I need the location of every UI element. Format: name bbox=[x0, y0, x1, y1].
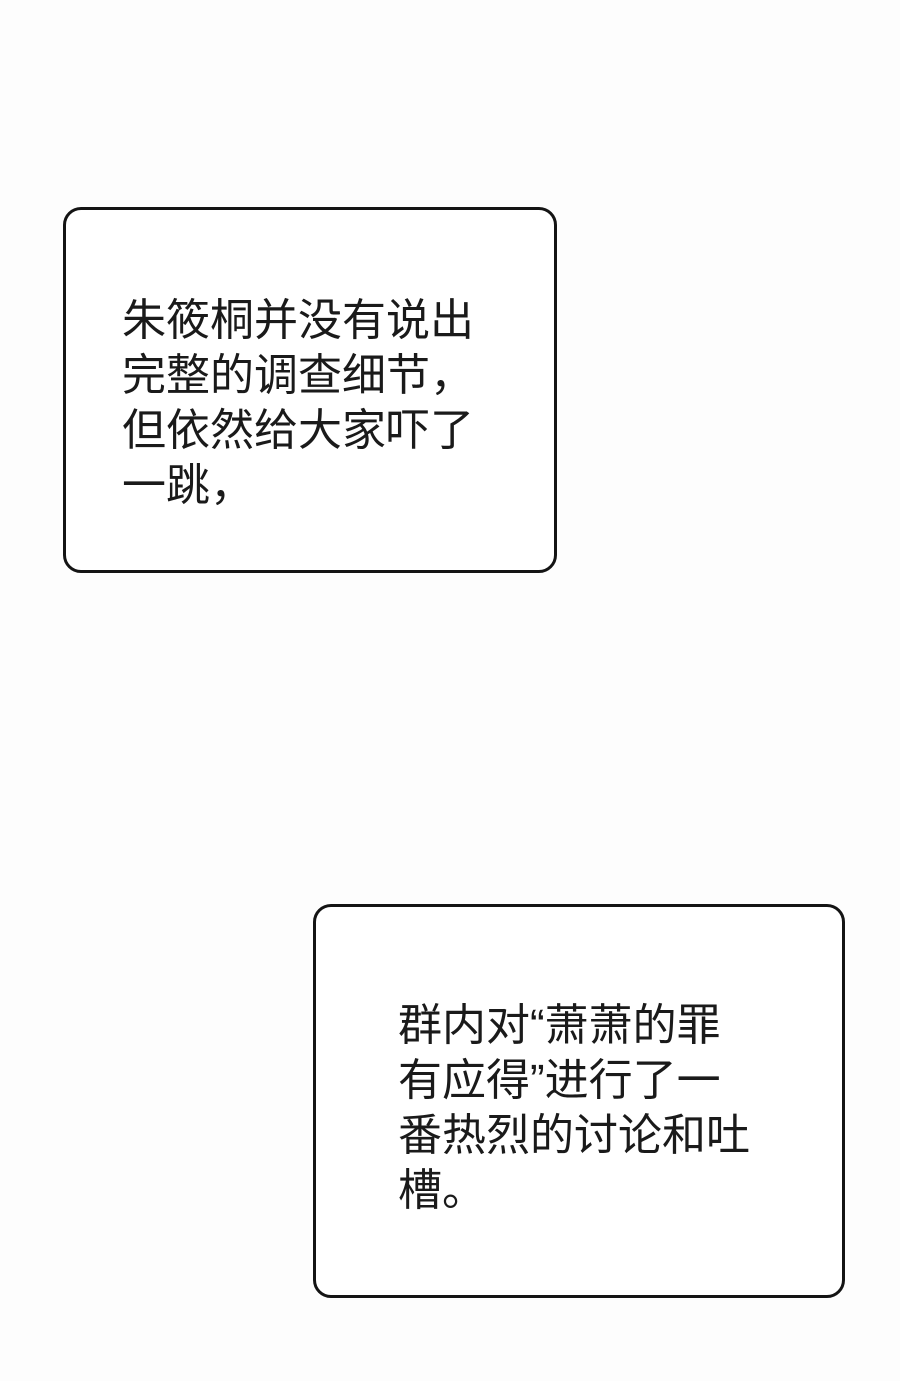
speech-bubble-2-text: 群内对“萧萧的罪 有应得”进行了一 番热烈的讨论和吐 槽。 bbox=[398, 1001, 750, 1215]
speech-bubble-1 bbox=[63, 207, 557, 573]
speech-bubble-1-text: 朱筱桐并没有说出 完整的调查细节， 但依然给大家吓了 一跳， bbox=[122, 296, 474, 510]
speech-bubble-2 bbox=[313, 904, 845, 1298]
